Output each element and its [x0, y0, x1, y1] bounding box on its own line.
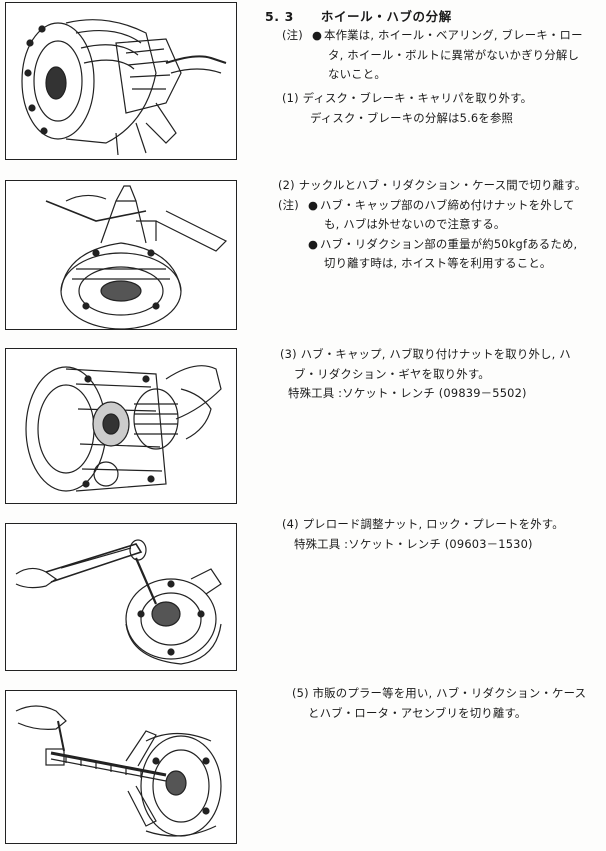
- step-2-note-2-line-1: ハブ・リダクション部の重量が約50kgfあるため,: [320, 236, 578, 251]
- intro-note-line-1: 本作業は, ホイール・ベアリング, ブレーキ・ロー: [324, 28, 583, 42]
- step-number: (1): [282, 91, 299, 105]
- special-tool-value: ソケット・レンチ (09839－5502): [342, 386, 527, 400]
- step-1-line-2: ディスク・ブレーキの分解は5.6を参照: [310, 110, 514, 125]
- intro-note: (注) ●本作業は, ホイール・ベアリング, ブレーキ・ロー タ, ホイール・ボル…: [282, 26, 583, 85]
- bullet-mark: ●: [308, 236, 319, 251]
- step-2-note-1-line-2: も, ハブは外せないので注意する。: [324, 217, 506, 231]
- bullet-mark: ●: [312, 28, 323, 42]
- puller-separation-illustration: [15, 705, 222, 837]
- step-3-line-1: ハブ・キャップ, ハブ取り付けナットを取り外し, ハ: [300, 347, 571, 361]
- figure-puller-separation: [5, 690, 237, 844]
- caliper-removal-illustration: [21, 19, 227, 156]
- special-tool-label: 特殊工具 :: [288, 386, 343, 400]
- step-5-line-1: 市販のプラー等を用い, ハブ・リダクション・ケース: [312, 686, 587, 700]
- step-1: (1) ディスク・ブレーキ・キャリパを取り外す。 ディスク・ブレーキの分解は5.…: [282, 89, 532, 128]
- intro-note-line-3: ないこと。: [328, 67, 386, 81]
- step-number: (4): [282, 517, 299, 531]
- step-number: (3): [280, 347, 297, 361]
- note-label: (注): [278, 197, 299, 212]
- figure-knuckle-separation: [5, 180, 237, 330]
- section-number: 5. 3: [265, 9, 294, 24]
- step-number: (5): [292, 686, 309, 700]
- figure-reduction-gear-removal: [5, 348, 237, 504]
- note-label: (注): [282, 28, 303, 42]
- knuckle-separation-illustration: [45, 185, 228, 329]
- step-4-line-1: プレロード調整ナット, ロック・プレートを外す。: [302, 517, 564, 531]
- step-2-note-2-line-2: 切り離す時は, ホイスト等を利用すること。: [324, 256, 552, 270]
- figure-preload-nut-removal: [5, 523, 237, 671]
- section-heading: 5. 3 ホイール・ハブの分解: [265, 6, 452, 25]
- step-3-line-2: ブ・リダクション・ギヤを取り外す。: [294, 366, 490, 381]
- step-2-note-1-line-1: ハブ・キャップ部のハブ締め付けナットを外して: [320, 197, 575, 212]
- step-1-line-1: ディスク・ブレーキ・キャリパを取り外す。: [302, 91, 533, 105]
- step-4: (4) プレロード調整ナット, ロック・プレートを外す。 特殊工具 : ソケット…: [282, 515, 564, 554]
- bullet-mark: ●: [308, 197, 319, 212]
- special-tool-label: 特殊工具 :: [294, 536, 349, 551]
- intro-note-line-2: タ, ホイール・ボルトに異常がないかぎり分解し: [328, 47, 580, 62]
- step-5-line-2: とハブ・ロータ・アセンブリを切り離す。: [308, 705, 527, 720]
- preload-nut-removal-illustration: [15, 539, 222, 665]
- step-2: (2) ナックルとハブ・リダクション・ケース間で切り離す。 (注)●ハブ・キャッ…: [278, 176, 586, 274]
- step-number: (2): [278, 178, 295, 192]
- reduction-gear-removal-illustration: [25, 365, 222, 492]
- step-5: (5) 市販のプラー等を用い, ハブ・リダクション・ケース とハブ・ロータ・アセ…: [292, 684, 586, 723]
- special-tool-value: ソケット・レンチ (09603－1530): [348, 536, 533, 551]
- figure-caliper-removal: [5, 2, 237, 160]
- step-3: (3) ハブ・キャップ, ハブ取り付けナットを取り外し, ハ ブ・リダクション・…: [280, 345, 571, 404]
- section-title: ホイール・ハブの分解: [320, 9, 452, 24]
- step-2-line-1: ナックルとハブ・リダクション・ケース間で切り離す。: [298, 178, 587, 192]
